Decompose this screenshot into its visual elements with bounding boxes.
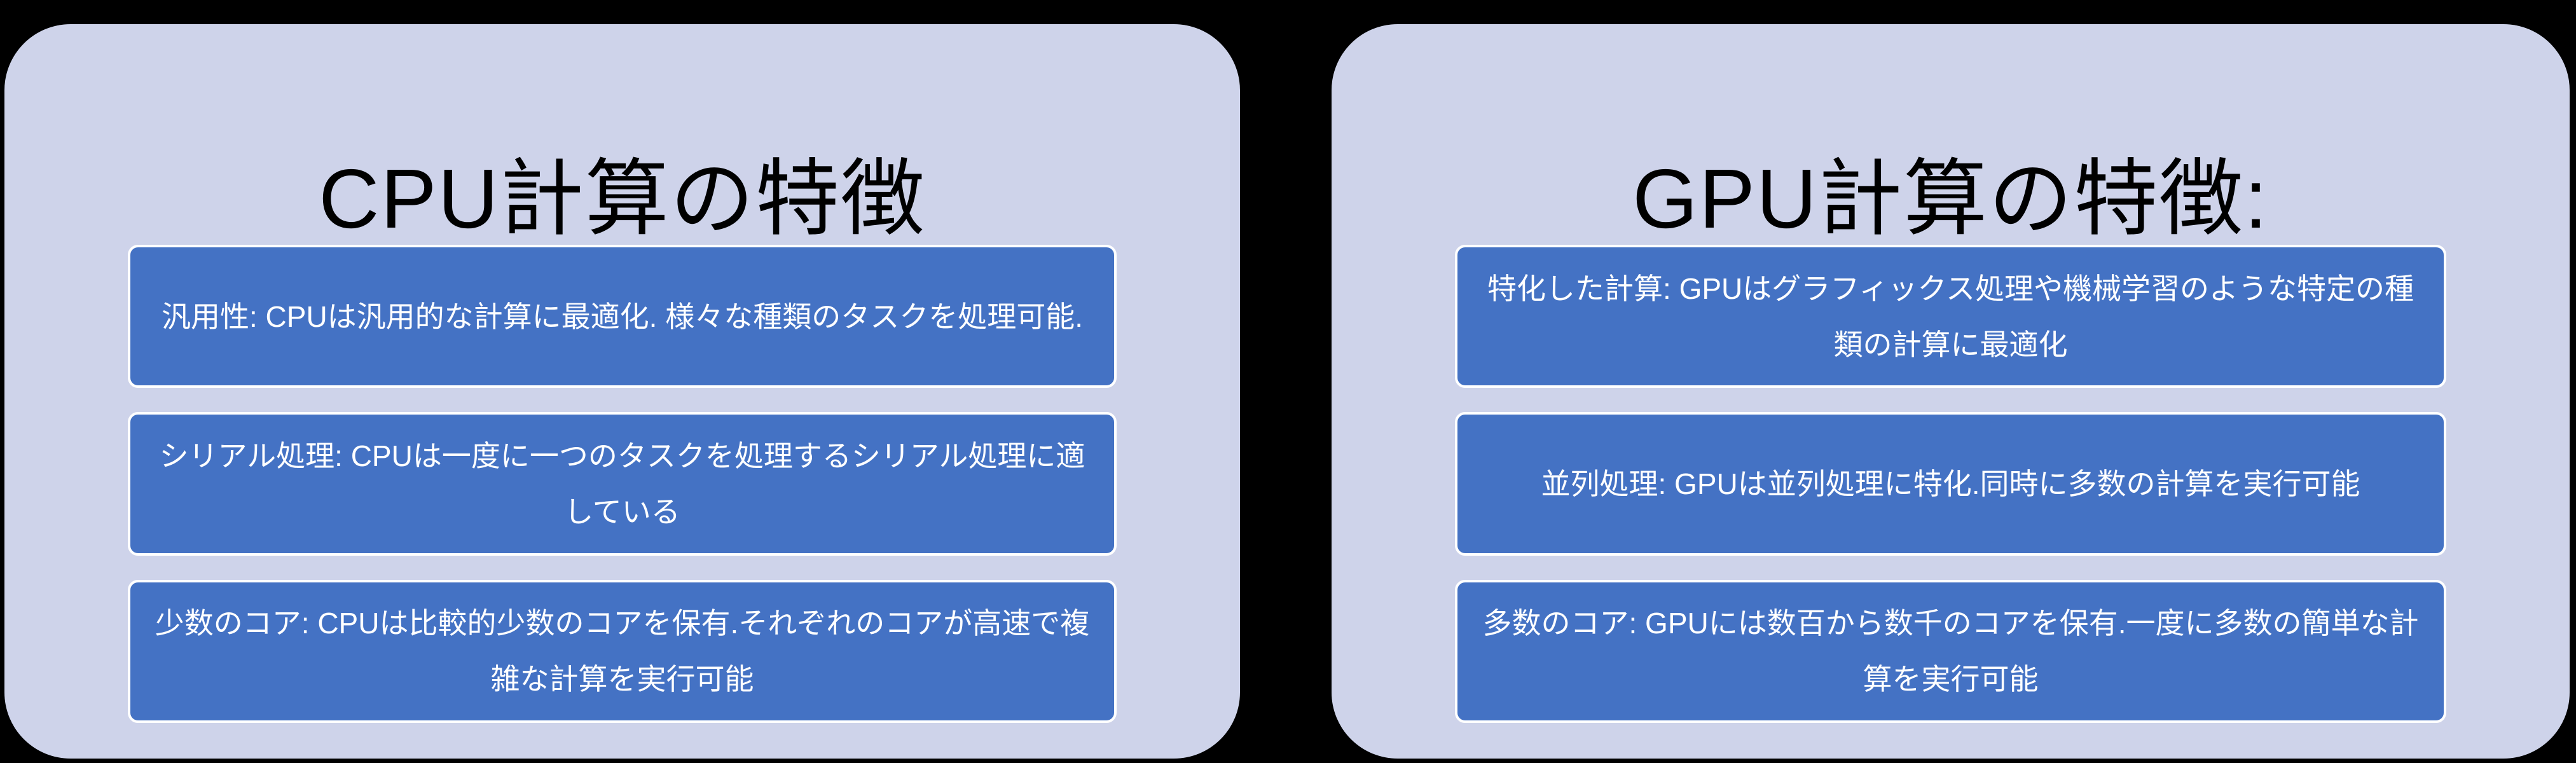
panel-cpu-bullet-list: 汎用性: CPUは汎用的な計算に最適化. 様々な種類のタスクを処理可能. シリア… xyxy=(128,245,1117,723)
bullet-box-gpu-1[interactable]: 特化した計算: GPUはグラフィックス処理や機械学習のような特定の種類の計算に最… xyxy=(1455,245,2446,388)
bullet-box-cpu-3[interactable]: 少数のコア: CPUは比較的少数のコアを保有.それぞれのコアが高速で複雑な計算を… xyxy=(128,579,1117,723)
bullet-text-gpu-2: 並列処理: GPUは並列処理に特化.同時に多数の計算を実行可能 xyxy=(1541,467,2360,500)
bullet-text-gpu-1: 特化した計算: GPUはグラフィックス処理や機械学習のような特定の種類の計算に最… xyxy=(1487,272,2414,361)
bullet-box-cpu-2[interactable]: シリアル処理: CPUは一度に一つのタスクを処理するシリアル処理に適している xyxy=(128,412,1117,556)
bullet-text-cpu-1: 汎用性: CPUは汎用的な計算に最適化. 様々な種類のタスクを処理可能. xyxy=(161,299,1084,333)
bullet-box-gpu-3[interactable]: 多数のコア: GPUには数百から数千のコアを保有.一度に多数の簡単な計算を実行可… xyxy=(1455,579,2446,723)
bullet-text-cpu-3: 少数のコア: CPUは比較的少数のコアを保有.それぞれのコアが高速で複雑な計算を… xyxy=(155,607,1090,696)
panel-cpu-title: CPU計算の特徴 xyxy=(319,152,926,246)
panel-gpu-bullet-list: 特化した計算: GPUはグラフィックス処理や機械学習のような特定の種類の計算に最… xyxy=(1455,245,2446,723)
panel-cpu: CPU計算の特徴 汎用性: CPUは汎用的な計算に最適化. 様々な種類のタスクを… xyxy=(4,24,1240,759)
bullet-box-gpu-2[interactable]: 並列処理: GPUは並列処理に特化.同時に多数の計算を実行可能 xyxy=(1455,412,2446,556)
bullet-box-cpu-1[interactable]: 汎用性: CPUは汎用的な計算に最適化. 様々な種類のタスクを処理可能. xyxy=(128,245,1117,388)
panel-gpu: GPU計算の特徴: 特化した計算: GPUはグラフィックス処理や機械学習のような… xyxy=(1332,24,2570,759)
bullet-text-gpu-3: 多数のコア: GPUには数百から数千のコアを保有.一度に多数の簡単な計算を実行可… xyxy=(1482,607,2419,696)
bullet-text-cpu-2: シリアル処理: CPUは一度に一つのタスクを処理するシリアル処理に適している xyxy=(159,439,1085,528)
panel-gpu-title: GPU計算の特徴: xyxy=(1632,152,2269,246)
